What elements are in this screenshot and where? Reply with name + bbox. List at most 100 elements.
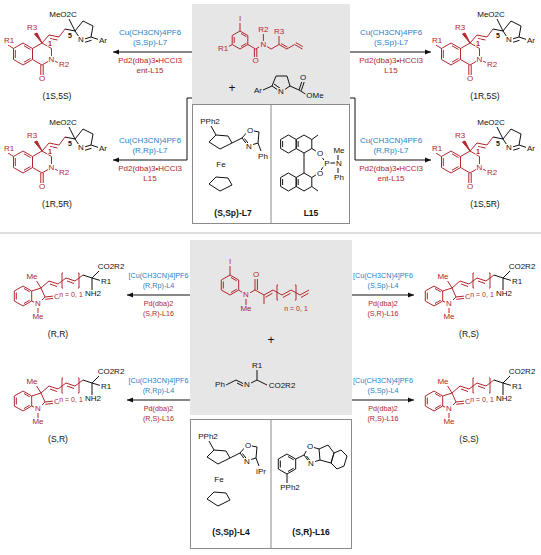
compound-label: (R,S) — [458, 330, 480, 339]
atom-label: Me — [332, 147, 345, 155]
atom-label: I — [238, 15, 242, 23]
ligand-structure — [209, 104, 338, 224]
atom-label: N — [505, 144, 513, 152]
atom-label: R1 — [3, 145, 15, 153]
product-structure — [14, 376, 102, 418]
compound-label: (1R,5S) — [469, 92, 500, 101]
reactant-panel — [190, 240, 352, 415]
atom-label: I — [228, 258, 232, 266]
atom-label: n = 0, 1 — [469, 396, 495, 403]
atom-label: N — [242, 291, 250, 299]
product-structure — [425, 271, 513, 313]
reagent-label: Pd(dba)2 — [143, 300, 175, 307]
reagent-label: [Cu(CH3CN)4]PF6 — [352, 272, 414, 279]
product-structure — [436, 127, 528, 184]
reagent-label: Pd2(dba)3•HCCl3 — [117, 57, 183, 65]
atom-label: Me — [436, 378, 449, 386]
atom-label: N — [476, 164, 484, 172]
atom-label: O — [251, 57, 259, 65]
atom-label: iPr — [255, 468, 267, 476]
atom-label: NH2 — [495, 395, 513, 403]
reagent-label: (S,Sp)-L7 — [373, 39, 409, 47]
atom-label: R1 — [511, 278, 523, 286]
atom-label: CO2R2 — [268, 382, 297, 390]
product: MeNOMen = 0, 1CO2R2R1NH2(S,R) — [3, 351, 127, 449]
compound-label: (S,R) — [47, 435, 69, 444]
compound-label: (S,R)-L16 — [291, 528, 330, 537]
atom-label: O — [306, 443, 314, 451]
product-structure — [8, 127, 100, 184]
reactant-structure — [221, 266, 309, 387]
reagent-label: (R,Rp)-L4 — [142, 387, 176, 394]
reactant-panel — [192, 4, 350, 104]
atom-label: n = 0, 1 — [283, 305, 309, 312]
reagent-label: (R,S)-L16 — [366, 415, 399, 422]
reagent-label: (R,Rp)-L4 — [142, 282, 176, 289]
reagent-label: Cu(CH3CN)4PF6 — [118, 137, 182, 145]
atom-label: CO2R2 — [508, 263, 537, 271]
atom-label: R1 — [100, 383, 112, 391]
atom-label: Ar — [253, 87, 263, 95]
reaction-arrow — [352, 397, 414, 402]
atom-label: R1 — [251, 362, 263, 370]
reaction-arrow — [127, 292, 190, 297]
product: MeNOMen = 0, 1CO2R2R1NH2(R,R) — [3, 246, 127, 344]
reagent-label: [Cu(CH3CN)4]PF6 — [128, 377, 190, 384]
compound-label: L15 — [303, 209, 320, 218]
compound-label: (1R,5R) — [41, 200, 73, 209]
product-structure — [425, 376, 513, 418]
atom-label: O — [244, 442, 252, 450]
reagent-label: (R,S)-L16 — [142, 415, 175, 422]
product: MeNOMen = 0, 1CO2R2R1NH2(R,S) — [414, 246, 538, 344]
atom-label: N — [505, 36, 513, 44]
reactant-box: R1IONR2R3+ArNOOMe — [192, 4, 350, 104]
atom-label: N — [335, 160, 343, 168]
atom-label: R2 — [58, 61, 70, 69]
atom-label: n = 0, 1 — [469, 291, 495, 298]
reactant-box: INMeOn = 0, 1+PhNCO2R2R1 — [190, 240, 352, 415]
atom-label: Me — [442, 313, 455, 321]
product: R315MeO2CNArR1NR2O(1S,5S) — [3, 4, 113, 102]
atom-label: Ph — [214, 381, 226, 389]
compound-label: (S,Sp)-L7 — [213, 209, 252, 218]
atom-label: R1 — [100, 278, 112, 286]
atom-label: R2 — [486, 169, 498, 177]
atom-label: O — [299, 74, 307, 82]
reactant-structure — [227, 22, 307, 95]
atom-label: Ar — [98, 145, 108, 153]
atom-label: N — [476, 56, 484, 64]
ligand-box: PPh2ONFePh(S,Sp)-L7OOPNMePhL15 — [192, 104, 350, 224]
atom-label: O — [466, 75, 474, 83]
atom-label: R1 — [431, 145, 443, 153]
reagent-label: Cu(CH3CN)4PF6 — [359, 29, 423, 37]
reagent-label: L15 — [383, 67, 398, 75]
atom-label: NH2 — [84, 395, 102, 403]
atom-label: + — [227, 82, 236, 94]
product: R315MeO2CNArR1NR2O(1R,5R) — [3, 112, 113, 210]
atom-label: 1 — [47, 39, 53, 46]
atom-label: N — [245, 143, 253, 151]
reagent-label: [Cu(CH3CN)4]PF6 — [128, 272, 190, 279]
reagent-label: [Cu(CH3CN)4]PF6 — [352, 377, 414, 384]
atom-label: R2 — [486, 61, 498, 69]
atom-label: CO2R2 — [97, 263, 126, 271]
product: R315MeO2CNArR1NR2O(1S,5R) — [431, 112, 539, 210]
atom-label: Ar — [98, 37, 108, 45]
atom-label: N — [48, 164, 56, 172]
ligand-box: PPh2ONFeiPr(S,Sp)-L4PPh2ON(S,R)-L16 — [190, 419, 352, 549]
atom-label: O — [38, 75, 46, 83]
atom-label: Fe — [215, 161, 226, 169]
atom-label: R3 — [26, 132, 38, 140]
atom-label: 5 — [67, 32, 73, 39]
reagent-label: (S,Sp)-L4 — [367, 387, 400, 394]
atom-label: N — [34, 300, 42, 308]
atom-label: MeO2C — [48, 119, 78, 127]
atom-label: N — [260, 41, 268, 49]
atom-label: 1 — [47, 147, 53, 154]
atom-label: R1 — [217, 45, 229, 53]
atom-label: OMe — [305, 92, 324, 100]
product-structure — [436, 19, 528, 76]
